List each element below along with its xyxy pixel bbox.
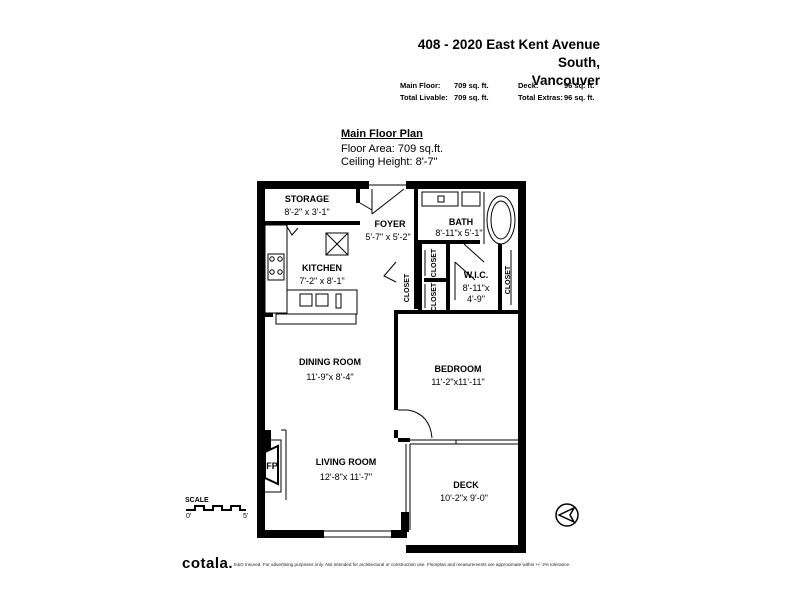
storage-name: STORAGE: [285, 194, 329, 204]
total-livable-value: 709 sq. ft.: [454, 93, 489, 102]
living-dims: 12'-8"x 11'-7": [320, 472, 372, 482]
room-labels: STORAGE 8'-2" x 3'-1" FOYER 5'-7" x 5'-2…: [266, 194, 490, 503]
scale-start: 0': [186, 513, 192, 520]
total-livable-label: Total Livable:: [400, 93, 448, 102]
ceiling-height: Ceiling Height: 8'-7": [341, 156, 438, 168]
bedroom-dims: 11'-2"x11'-11": [431, 377, 484, 387]
bath-fixtures: [421, 191, 516, 263]
deck-dims: 10'-2"x 9'-0": [440, 493, 488, 503]
dining-name: DINING ROOM: [299, 357, 361, 367]
brand-logo: cotala.: [182, 555, 234, 572]
kitchen-name: KITCHEN: [302, 263, 342, 273]
foyer-dims: 5'-7" x 5'-2": [365, 232, 410, 242]
bath-name: BATH: [449, 217, 473, 227]
entry-door: [369, 184, 406, 215]
storage-walls: [265, 189, 360, 225]
foyer-name: FOYER: [374, 219, 406, 229]
closet-label-2: CLOSET: [431, 248, 438, 277]
scale-end: 5': [243, 513, 249, 520]
kitchen-counters: [264, 224, 358, 325]
total-extras-value: 96 sq. ft.: [564, 93, 595, 102]
fireplace-label: FP: [266, 461, 278, 471]
bath-dims: 8'-11"x 5'-1": [435, 228, 482, 238]
deck-label: Deck:: [518, 81, 539, 90]
closet-doors: [383, 250, 512, 308]
main-floor-label: Main Floor:: [400, 81, 441, 90]
storage-dims: 8'-2" x 3'-1": [284, 207, 329, 217]
closet-labels: CLOSET CLOSET CLOSET CLOSET: [404, 248, 512, 311]
plan-title: Main Floor Plan: [341, 128, 423, 140]
living-name: LIVING ROOM: [316, 457, 377, 467]
deck-name: DECK: [453, 480, 479, 490]
bedroom-door: [398, 409, 433, 439]
fireplace: [257, 429, 287, 500]
closet-label-4: CLOSET: [505, 265, 512, 294]
wic-dims-2: 4'-9": [467, 294, 485, 304]
living-window: [324, 530, 391, 538]
dining-dims: 11'-9"x 8'-4": [306, 372, 353, 382]
deck-value: 96 sq. ft.: [564, 81, 595, 90]
exterior-walls: [257, 181, 526, 538]
wic-dims-1: 8'-11"x: [463, 283, 490, 293]
address-block: 408 - 2020 East Kent Avenue South, Vanco…: [380, 36, 600, 90]
deck-railing: [401, 441, 526, 553]
closet-label-3: CLOSET: [431, 282, 438, 311]
disclaimer: E&O Insured. For advertising purposes on…: [234, 562, 571, 567]
stove: [267, 253, 285, 281]
address-line-2: Vancouver: [531, 73, 600, 88]
bedroom-name: BEDROOM: [435, 364, 482, 374]
scale-label: SCALE: [185, 497, 209, 504]
storage-door-swing: [285, 224, 299, 236]
kitchen-dims: 7'-2" x 8'-1": [299, 276, 344, 286]
interior-walls: [394, 189, 520, 442]
storage-door: [359, 202, 373, 211]
floor-area: Floor Area: 709 sq.ft.: [341, 143, 444, 155]
closet-label-1: CLOSET: [404, 273, 411, 302]
main-floor-value: 709 sq. ft.: [454, 81, 489, 90]
address-line-1: 408 - 2020 East Kent Avenue South,: [417, 37, 600, 70]
total-extras-label: Total Extras:: [518, 93, 563, 102]
kitchen-wall-stub: [265, 313, 273, 317]
north-arrow-icon: [555, 503, 579, 527]
scale-bar: [186, 505, 246, 511]
area-stats: Main Floor: 709 sq. ft. Deck: 96 sq. ft.…: [396, 80, 596, 104]
wic-name: W.I.C.: [464, 270, 489, 280]
